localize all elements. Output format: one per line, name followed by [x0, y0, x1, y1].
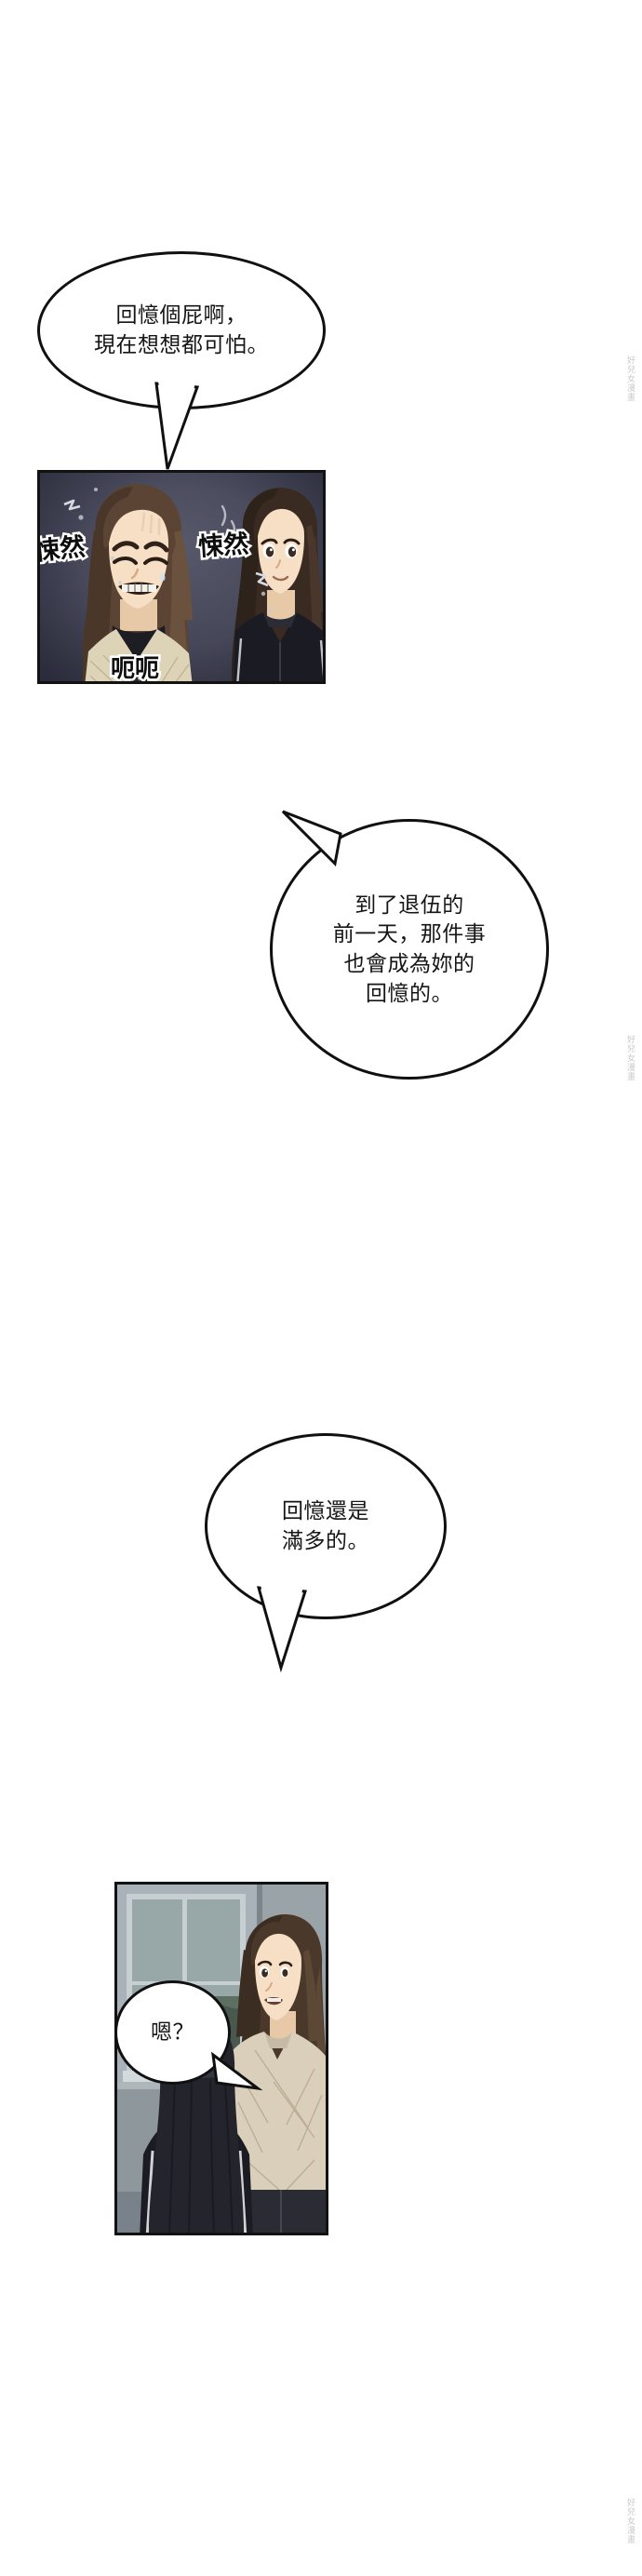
bubble-2-tail: [281, 810, 342, 867]
sfx-bottom-text: 呃呃: [108, 653, 161, 683]
watermark-3: 好兒女漫畫: [625, 2498, 637, 2544]
panel-1-shiver-marks: [63, 488, 272, 612]
bubble-3-text: 回憶還是 滿多的。: [282, 1498, 369, 1552]
sfx-right-text: 悚然: [195, 528, 252, 565]
bubble-4: 嗯？: [114, 1980, 231, 2085]
bubble-4-text: 嗯？: [151, 2019, 194, 2045]
bubble-2: 到了退伍的 前一天，那件事 也會成為妳的 回憶的。: [270, 819, 549, 1080]
sfx-left-text: 悚然: [37, 530, 88, 569]
watermark-2-text: 好兒女漫畫: [626, 1035, 635, 1081]
bubble-1-tail: [154, 382, 200, 470]
watermark-2: 好兒女漫畫: [625, 1035, 637, 1081]
character-long-hair-girl: [231, 1914, 326, 2233]
watermark-3-text: 好兒女漫畫: [626, 2498, 635, 2544]
watermark-1-text: 好兒女漫畫: [626, 356, 635, 402]
character-grimacing-girl: [83, 484, 193, 681]
panel-1: 悚然 悚然 呃呃: [37, 470, 326, 684]
bubble-4-tail: [211, 2051, 263, 2091]
bubble-3: 回憶還是 滿多的。: [205, 1433, 447, 1619]
bubble-3-tail: [256, 1584, 307, 1673]
watermark-1: 好兒女漫畫: [625, 356, 637, 402]
bubble-2-text: 到了退伍的 前一天，那件事 也會成為妳的 回憶的。: [332, 892, 487, 1005]
sfx-bottom: 呃呃: [108, 650, 161, 683]
character-calm-girl: [232, 488, 323, 681]
sfx-right: 悚然: [195, 523, 252, 565]
sfx-left: 悚然: [37, 526, 88, 569]
bubble-1-text: 回憶個屁啊， 現在想想都可怕。: [94, 302, 269, 356]
